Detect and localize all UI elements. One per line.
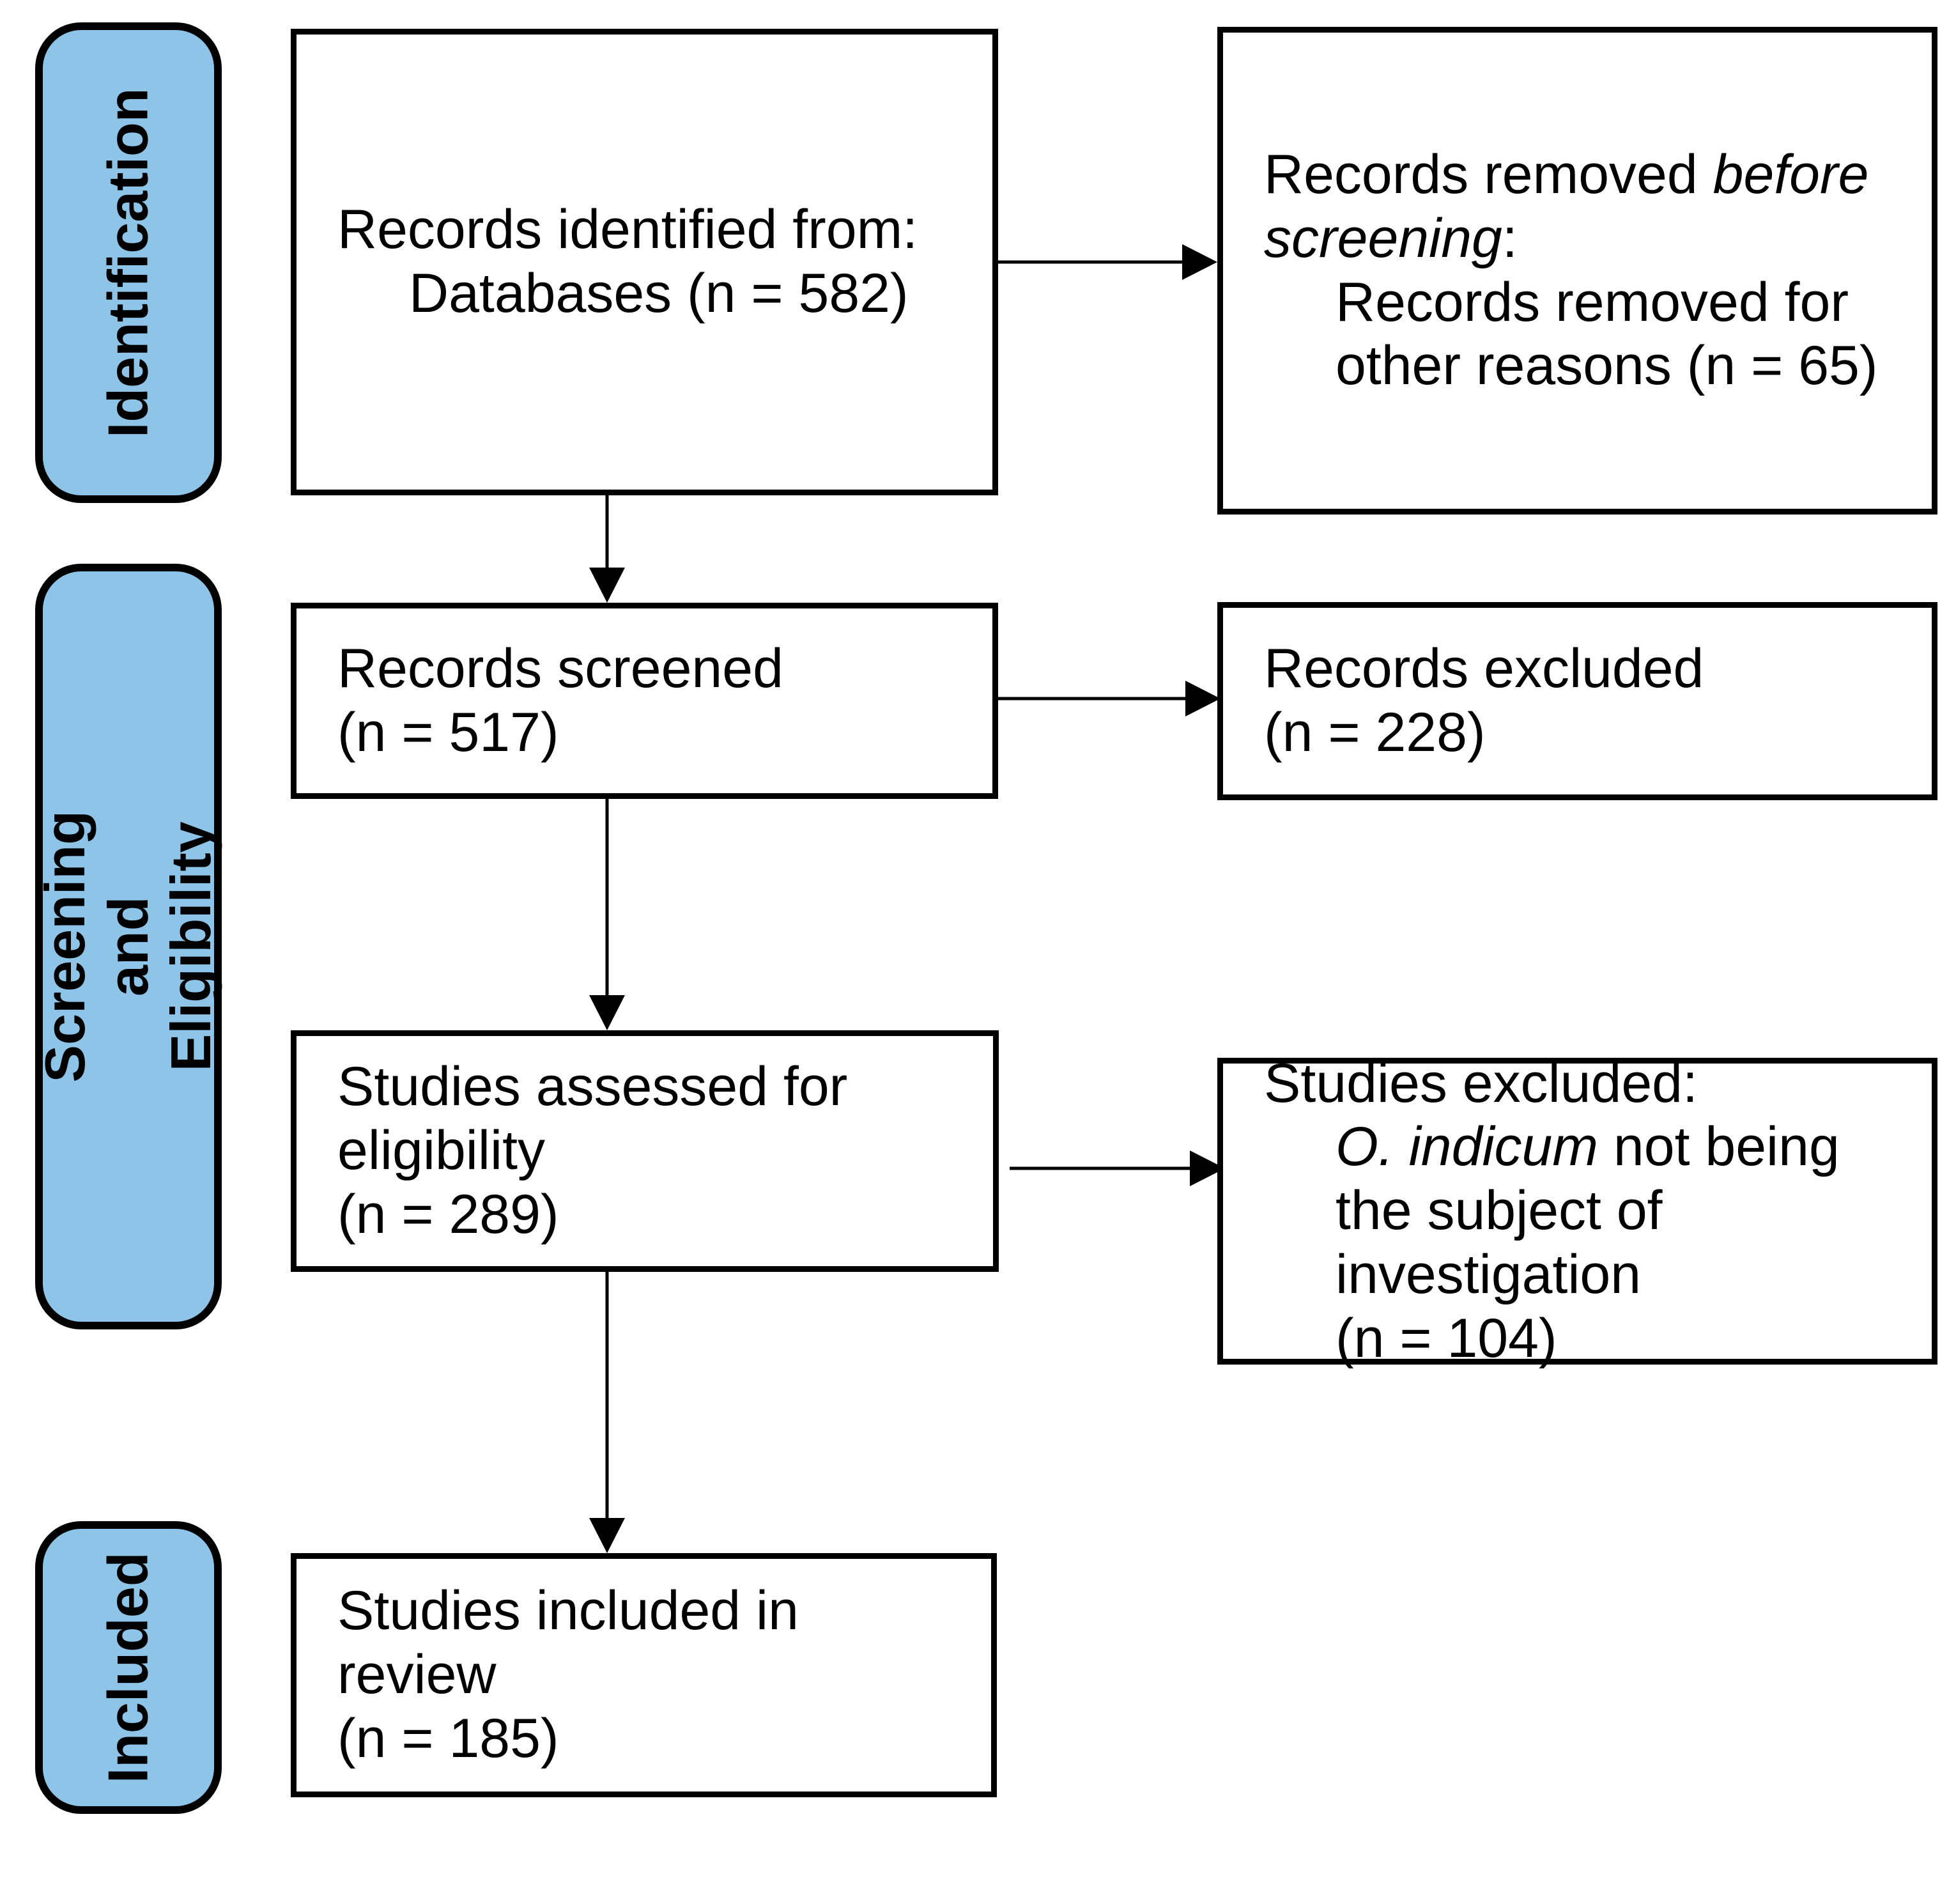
arrow-identified-to-screened <box>589 495 625 603</box>
text-segment: Records removed <box>1264 144 1713 205</box>
text-segment: Records removed for <box>1336 271 1849 333</box>
text-line: screening: <box>1264 207 1921 271</box>
text-segment: review <box>337 1644 497 1706</box>
text-line: Records screened <box>337 637 982 701</box>
text-segment: Databases (n = 582) <box>409 263 909 324</box>
text-line: Databases (n = 582) <box>409 262 982 326</box>
text-segment: investigation <box>1336 1243 1642 1305</box>
stage-included-label: Included <box>96 1552 160 1783</box>
text-segment: (n = 289) <box>337 1183 559 1245</box>
text-segment: : <box>1502 207 1518 269</box>
arrow-assessed-to-included <box>589 1272 625 1553</box>
text-line: Records identified from: <box>337 198 982 262</box>
text-line: Records removed for <box>1336 271 1921 335</box>
text-line: Studies assessed for <box>337 1055 983 1119</box>
text-segment: Studies assessed for <box>337 1056 848 1118</box>
text-segment: eligibility <box>337 1120 546 1182</box>
text-segment: Studies excluded: <box>1264 1052 1698 1114</box>
text-line: review <box>337 1643 981 1707</box>
text-line: Records removed before <box>1264 143 1921 207</box>
text-segment: Studies included in <box>337 1580 799 1642</box>
italic-text-segment: before <box>1713 144 1869 205</box>
box-records-excluded: Records excluded(n = 228) <box>1217 602 1937 800</box>
text-segment: Records identified from: <box>337 199 918 261</box>
italic-text-segment: O. indicum <box>1336 1116 1599 1178</box>
text-segment: other reasons (n = 65) <box>1336 335 1878 397</box>
text-segment: Records excluded <box>1264 638 1704 700</box>
text-line: (n = 228) <box>1264 701 1921 765</box>
italic-text-segment: screening <box>1264 207 1502 269</box>
text-segment: (n = 517) <box>337 701 559 763</box>
stage-identification: Identification <box>35 22 222 503</box>
stage-screening-eligibility: Screening and Eligibility <box>33 564 223 1329</box>
text-segment: the subject of <box>1336 1180 1663 1242</box>
text-segment: (n = 228) <box>1264 702 1486 763</box>
text-line: (n = 104) <box>1336 1307 1921 1371</box>
box-records-identified-text: Records identified from:Databases (n = 5… <box>337 198 982 326</box>
arrow-screened-to-excluded <box>997 681 1221 716</box>
arrow-screened-to-assessed <box>589 799 625 1030</box>
stage-screening-eligibility-label: Screening and Eligibility <box>33 810 223 1083</box>
text-line: Studies included in <box>337 1579 981 1643</box>
stage-identification-label: Identification <box>96 88 160 438</box>
text-line: Records excluded <box>1264 637 1921 701</box>
box-records-screened: Records screened(n = 517) <box>291 603 998 799</box>
text-line: eligibility <box>337 1119 983 1183</box>
text-line: O. indicum not being <box>1336 1115 1921 1179</box>
text-line: the subject of <box>1336 1179 1921 1243</box>
text-line: other reasons (n = 65) <box>1336 334 1921 398</box>
box-records-identified: Records identified from:Databases (n = 5… <box>291 29 998 495</box>
arrow-identified-to-removed <box>997 244 1217 280</box>
text-segment: not being <box>1598 1116 1840 1178</box>
text-segment: (n = 104) <box>1336 1307 1557 1369</box>
text-line: Studies excluded: <box>1264 1052 1921 1116</box>
text-line: investigation <box>1336 1243 1921 1307</box>
text-line: (n = 185) <box>337 1707 981 1771</box>
stage-included: Included <box>35 1521 222 1814</box>
text-line: (n = 289) <box>337 1183 983 1247</box>
text-segment: (n = 185) <box>337 1707 559 1769</box>
arrow-assessed-to-excluded <box>1010 1150 1225 1186</box>
text-segment: Records screened <box>337 637 783 699</box>
box-records-excluded-text: Records excluded(n = 228) <box>1264 637 1921 765</box>
box-records-screened-text: Records screened(n = 517) <box>337 637 982 765</box>
text-line: (n = 517) <box>337 701 982 765</box>
